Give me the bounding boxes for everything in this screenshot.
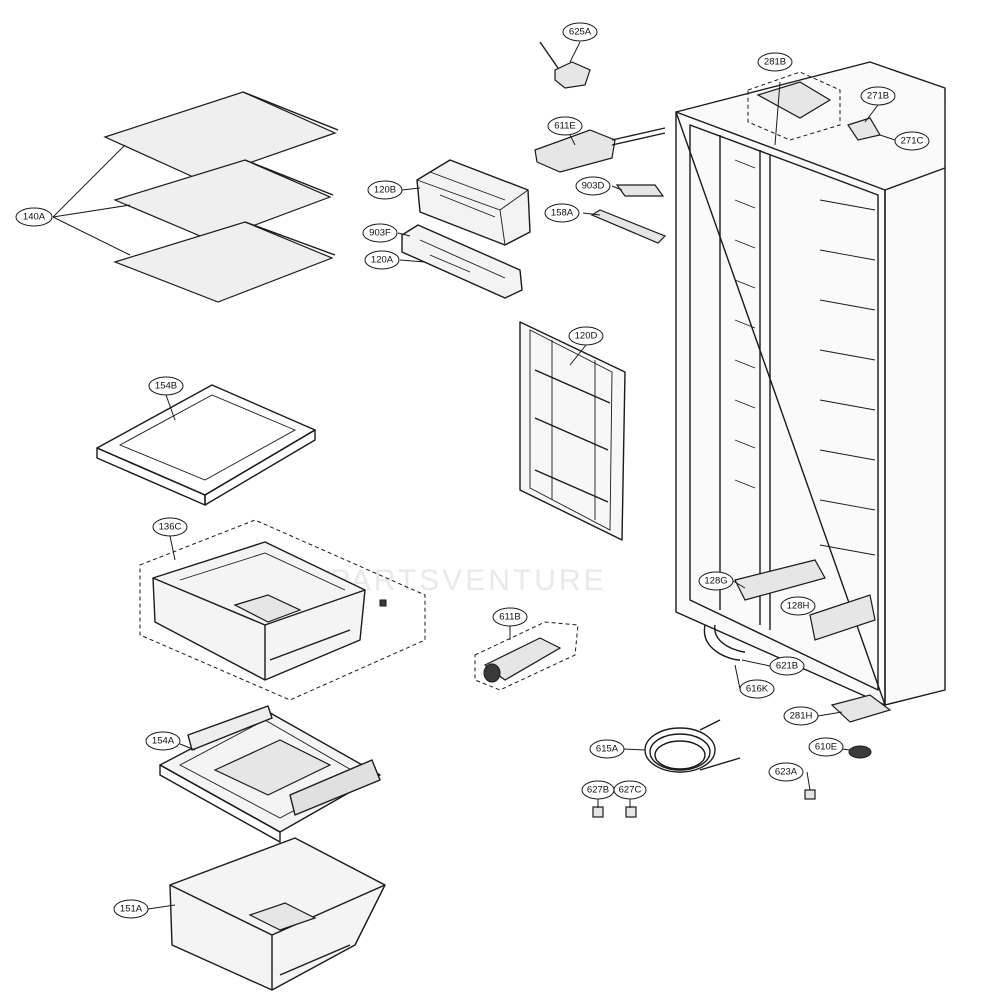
part-611b-filter — [474, 621, 579, 691]
callout-154a: 154A — [145, 731, 181, 751]
callout-616k: 616K — [739, 679, 775, 699]
svg-text:128H: 128H — [787, 601, 810, 612]
part-154b-shelf — [96, 384, 316, 506]
drawer-grid — [233, 594, 302, 623]
svg-text:903D: 903D — [582, 181, 605, 192]
part-151a-drawer — [169, 837, 386, 991]
callout-151a: 151A — [113, 899, 149, 919]
leader-lines — [52, 41, 899, 910]
cabinet-rails — [734, 159, 876, 556]
callout-128g: 128G — [698, 571, 734, 591]
svg-text:271C: 271C — [901, 136, 924, 147]
svg-text:154B: 154B — [155, 381, 177, 392]
callout-136c: 136C — [152, 517, 188, 537]
callout-627c: 627C — [613, 780, 647, 800]
svg-text:120A: 120A — [371, 255, 394, 266]
svg-text:627C: 627C — [619, 785, 642, 796]
callout-903f: 903F — [362, 223, 398, 243]
part-120d-panel — [519, 321, 626, 541]
refrigerator-cabinet — [675, 61, 946, 723]
svg-text:611B: 611B — [499, 612, 520, 623]
watermark-text: PARTSVENTURE — [330, 564, 607, 597]
callout-625a: 625A — [562, 22, 598, 42]
callout-271b: 271B — [860, 86, 896, 106]
callout-281b: 281B — [757, 52, 793, 72]
callout-615a: 615A — [589, 739, 625, 759]
callout-621b: 621B — [769, 656, 805, 676]
part-136c-drawer — [139, 519, 426, 701]
callout-120d: 120D — [568, 326, 604, 346]
svg-text:623A: 623A — [775, 767, 798, 778]
svg-text:120B: 120B — [374, 185, 396, 196]
svg-text:136C: 136C — [159, 522, 182, 533]
svg-text:140A: 140A — [23, 212, 46, 223]
svg-text:281B: 281B — [764, 57, 786, 68]
svg-text:281H: 281H — [790, 711, 813, 722]
svg-text:120D: 120D — [575, 331, 598, 342]
svg-text:625A: 625A — [569, 27, 592, 38]
part-611e-assembly — [534, 127, 667, 244]
svg-text:154A: 154A — [152, 736, 175, 747]
svg-text:158A: 158A — [551, 208, 574, 219]
part-154a-cover — [159, 705, 381, 843]
callout-120b: 120B — [367, 180, 403, 200]
callout-611b: 611B — [492, 607, 528, 627]
ice-bin-assembly — [401, 159, 531, 299]
callout-120a: 120A — [364, 250, 400, 270]
callout-903d: 903D — [575, 176, 611, 196]
svg-text:616K: 616K — [746, 684, 769, 695]
callout-271c: 271C — [894, 131, 930, 151]
small-fittings — [592, 745, 872, 818]
svg-text:610E: 610E — [815, 742, 837, 753]
glass-shelves-140a — [103, 91, 339, 303]
callout-610e: 610E — [808, 737, 844, 757]
svg-text:615A: 615A — [596, 744, 619, 755]
svg-text:271B: 271B — [867, 91, 889, 102]
part-615a-tubing — [644, 719, 741, 773]
svg-text:151A: 151A — [120, 904, 143, 915]
callout-623a: 623A — [768, 762, 804, 782]
callout-154b: 154B — [148, 376, 184, 396]
svg-text:128G: 128G — [704, 576, 727, 587]
callout-158a: 158A — [544, 203, 580, 223]
callout-627b: 627B — [581, 780, 615, 800]
svg-text:903F: 903F — [369, 228, 391, 239]
callout-128h: 128H — [780, 596, 816, 616]
callout-281h: 281H — [783, 706, 819, 726]
callout-611e: 611E — [547, 116, 583, 136]
svg-text:627B: 627B — [587, 785, 609, 796]
svg-text:611E: 611E — [554, 121, 575, 132]
svg-text:621B: 621B — [776, 661, 798, 672]
part-625a — [539, 41, 591, 89]
callout-140a: 140A — [15, 207, 53, 227]
